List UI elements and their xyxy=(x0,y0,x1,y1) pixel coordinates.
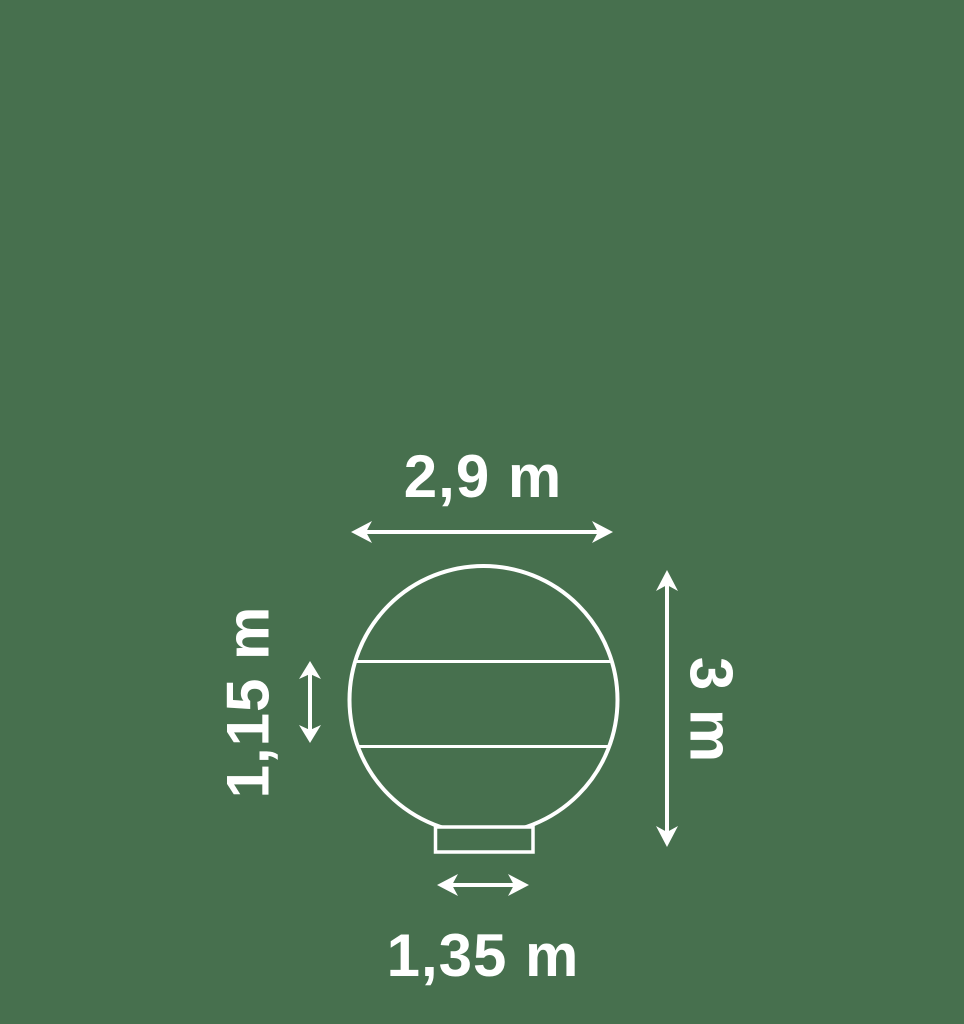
band-height-arrow xyxy=(299,661,321,743)
base-width-arrow xyxy=(437,874,529,896)
arrowhead-up-icon xyxy=(656,570,678,591)
base-outline xyxy=(433,825,535,854)
arrowhead-right-icon xyxy=(508,874,529,896)
arrowhead-down-icon xyxy=(656,826,678,847)
band-height-label: 1,15 m xyxy=(215,606,282,799)
base-width-label: 1,35 m xyxy=(387,922,580,989)
arrowhead-left-icon xyxy=(437,874,458,896)
width-label: 2,9 m xyxy=(404,443,562,510)
arrowhead-right-icon xyxy=(592,521,613,543)
arrowhead-up-icon xyxy=(299,661,321,679)
total-height-arrow xyxy=(656,570,678,847)
total-height-label: 3 m xyxy=(678,657,745,763)
arrowhead-down-icon xyxy=(299,725,321,743)
arrowhead-left-icon xyxy=(351,521,372,543)
width-arrow xyxy=(351,521,613,543)
